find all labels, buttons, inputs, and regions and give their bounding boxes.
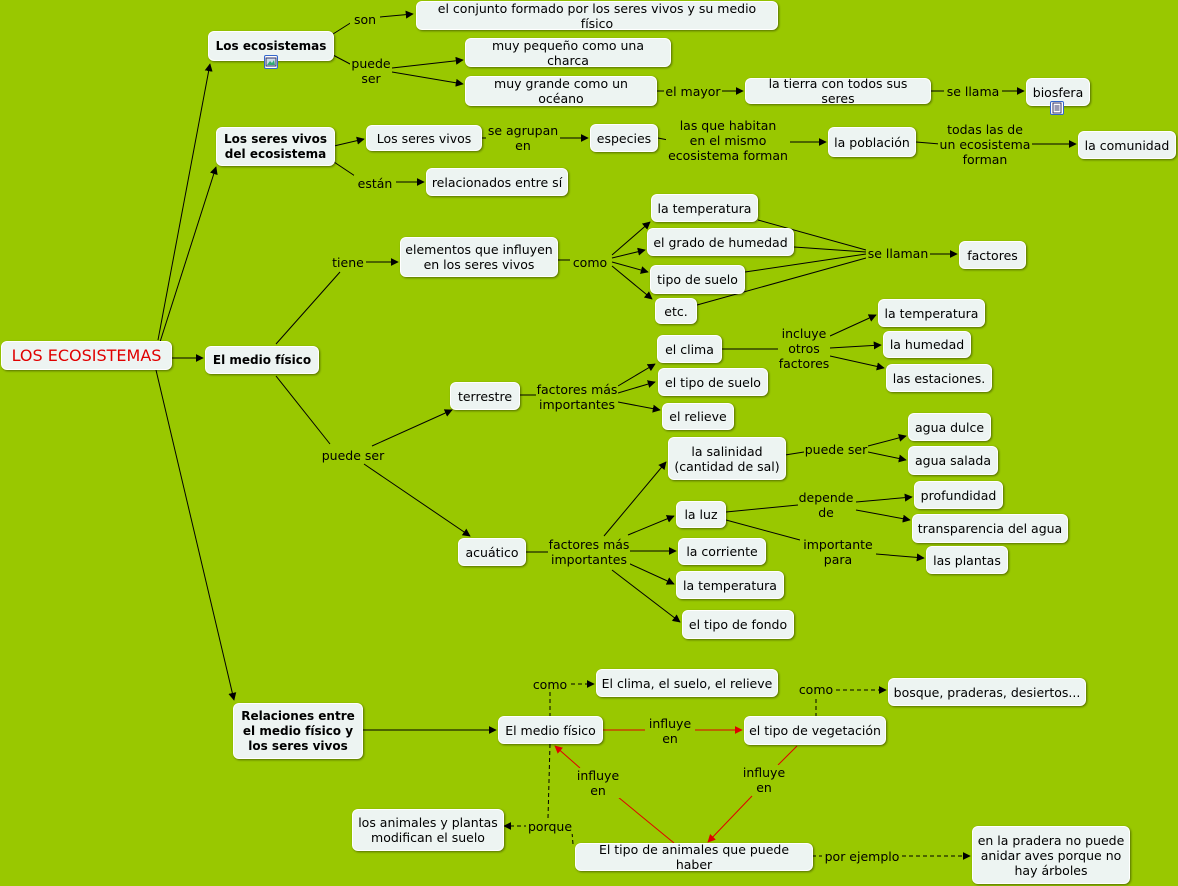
link-label-se-llaman: se llaman (866, 245, 930, 261)
agua-dulce-node[interactable]: agua dulce (908, 413, 991, 441)
link-label-factores-acuatico: factores más importantes (548, 537, 630, 567)
bosque-node[interactable]: bosque, praderas, desiertos... (888, 678, 1086, 706)
link-label-son: son (350, 11, 380, 27)
link-label-factores-terrestre: factores más importantes (536, 382, 618, 412)
profundidad-node[interactable]: profundidad (914, 481, 1003, 509)
agua-salada-node[interactable]: agua salada (908, 446, 998, 475)
muy-pequeno-node[interactable]: muy pequeño como una charca (465, 38, 671, 68)
la-comunidad-node[interactable]: la comunidad (1078, 131, 1176, 159)
link-label-incluye: incluye otros factores (778, 326, 830, 371)
salinidad-node[interactable]: la salinidad (cantidad de sal) (668, 437, 786, 480)
link-label-el-mayor: el mayor (664, 83, 722, 99)
temperatura-node-2[interactable]: la temperatura (878, 299, 985, 327)
el-relieve-node[interactable]: el relieve (662, 403, 734, 430)
link-label-como-bosque: como (796, 681, 836, 697)
link-label-puede-ser: puede ser (350, 56, 392, 86)
image-attachment-icon[interactable] (264, 55, 278, 69)
las-estaciones-node[interactable]: las estaciones. (886, 364, 992, 392)
link-label-puede-ser-medio: puede ser (320, 447, 386, 463)
tipo-animales-node[interactable]: El tipo de animales que puede haber (575, 842, 813, 872)
modifican-suelo-node[interactable]: los animales y plantas modifican el suel… (352, 809, 504, 851)
link-label-influye-vegetacion: influye en (645, 716, 695, 746)
relacionados-node[interactable]: relacionados entre sí (426, 168, 568, 196)
la-poblacion-node[interactable]: la población (828, 127, 916, 157)
factores-node[interactable]: factores (959, 241, 1026, 269)
link-label-se-llama: se llama (944, 83, 1002, 99)
las-plantas-node[interactable]: las plantas (926, 546, 1008, 574)
etc-node[interactable]: etc. (655, 298, 697, 324)
link-label-influye-animales-medio: influye en (572, 768, 624, 798)
link-label-todas-las-de: todas las de un ecosistema forman (938, 122, 1032, 167)
medio-fisico-node[interactable]: El medio físico (205, 346, 319, 374)
la-tierra-node[interactable]: la tierra con todos sus seres (745, 76, 931, 106)
el-clima-node[interactable]: el clima (657, 335, 722, 363)
transparencia-node[interactable]: transparencia del agua (912, 514, 1068, 543)
la-corriente-node[interactable]: la corriente (678, 538, 766, 565)
link-label-por-ejemplo: por ejemplo (822, 848, 902, 864)
grado-humedad-node[interactable]: el grado de humedad (647, 228, 794, 256)
link-label-como-clima: como (530, 676, 570, 692)
tipo-vegetacion-node[interactable]: el tipo de vegetación (744, 716, 886, 745)
link-label-las-que-habitan: las que habitan en el mismo ecosistema f… (666, 118, 790, 163)
seres-vivos-ecosistema-node[interactable]: Los seres vivos del ecosistema (216, 127, 335, 166)
conjunto-node[interactable]: el conjunto formado por los seres vivos … (416, 1, 778, 31)
temperatura-node-1[interactable]: la temperatura (651, 194, 758, 222)
muy-grande-node[interactable]: muy grande como un océano (465, 76, 657, 106)
seres-vivos-node[interactable]: Los seres vivos (366, 125, 482, 151)
link-label-importante-para: importante para (800, 537, 876, 567)
link-label-porque: porque (526, 818, 574, 834)
link-label-como: como (570, 254, 610, 270)
especies-node[interactable]: especies (590, 124, 658, 152)
link-label-influye-vegetacion-animales: influye en (740, 765, 788, 795)
link-label-estan: están (354, 175, 396, 191)
clima-suelo-relieve-node[interactable]: El clima, el suelo, el relieve (596, 669, 778, 697)
link-label-puede-ser-salinidad: puede ser (804, 441, 868, 457)
medio-fisico-node-2[interactable]: El medio físico (498, 716, 603, 744)
la-luz-node[interactable]: la luz (676, 501, 726, 528)
pradera-node[interactable]: en la pradera no puede anidar aves porqu… (972, 826, 1130, 884)
link-label-tiene: tiene (330, 254, 366, 270)
tipo-fondo-node[interactable]: el tipo de fondo (682, 610, 794, 639)
root-concept-node[interactable]: LOS ECOSISTEMAS (1, 341, 172, 370)
link-label-se-agrupan: se agrupan en (486, 123, 560, 153)
relaciones-node[interactable]: Relaciones entre el medio físico y los s… (233, 703, 363, 759)
acuatico-node[interactable]: acuático (458, 538, 526, 566)
document-attachment-icon[interactable] (1050, 101, 1064, 115)
terrestre-node[interactable]: terrestre (450, 382, 520, 410)
la-humedad-node[interactable]: la humedad (883, 331, 971, 358)
tipo-suelo-node-1[interactable]: tipo de suelo (650, 265, 745, 294)
link-label-depende-de: depende de (798, 490, 854, 520)
elementos-node[interactable]: elementos que influyen en los seres vivo… (400, 237, 558, 277)
tipo-suelo-node-2[interactable]: el tipo de suelo (658, 368, 768, 396)
temperatura-node-3[interactable]: la temperatura (676, 571, 784, 599)
